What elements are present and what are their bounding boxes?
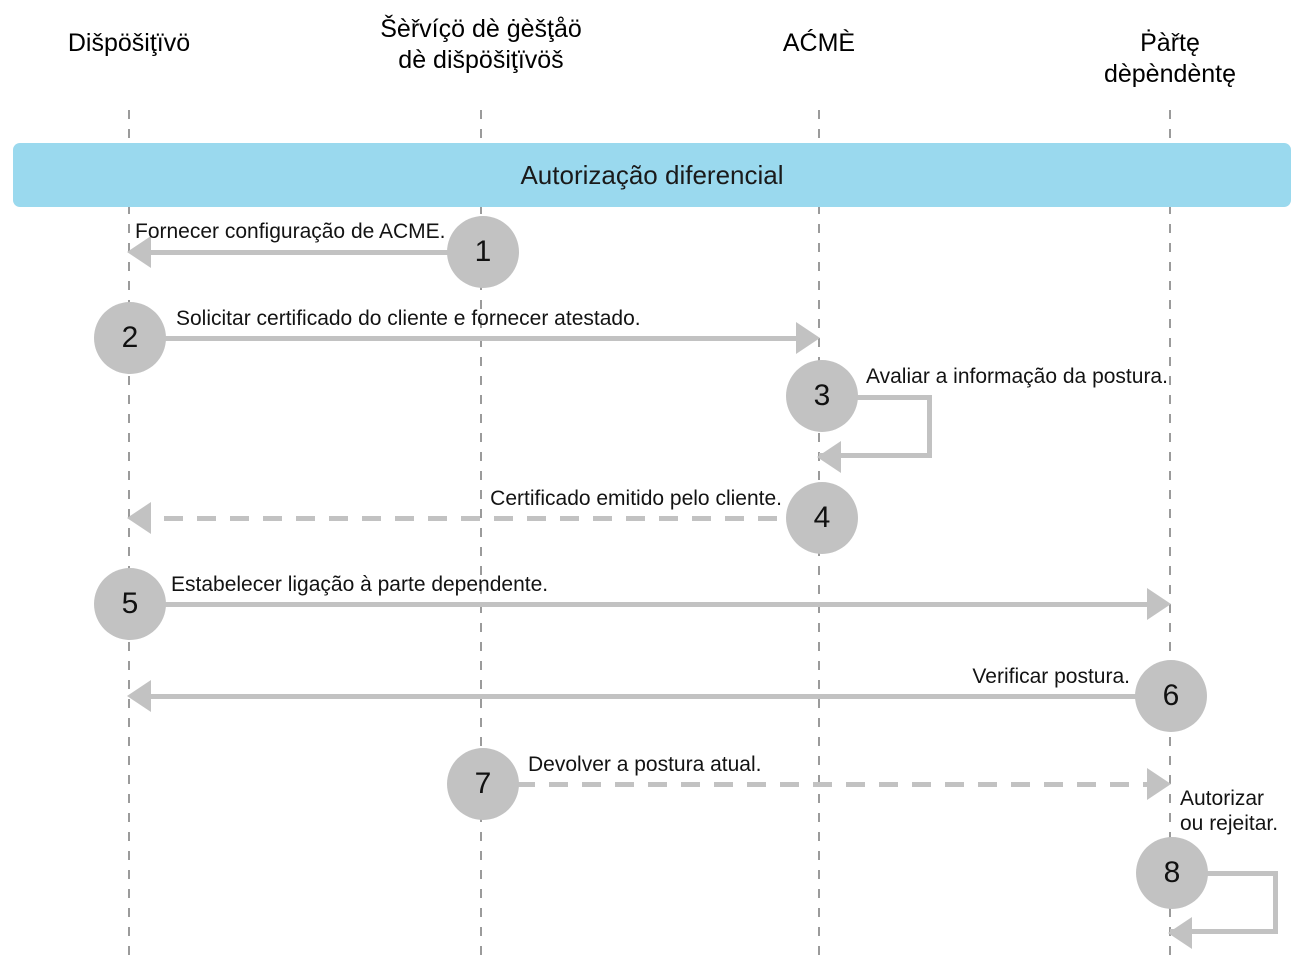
arrowhead-6 <box>127 680 151 712</box>
step-badge-7: 7 <box>447 748 519 820</box>
message-line-7 <box>516 782 1149 787</box>
step-badge-6: 6 <box>1135 660 1207 732</box>
message-label-7: Devolver a postura atual. <box>528 753 762 776</box>
step-badge-8: 8 <box>1136 837 1208 909</box>
message-label-1: Fornecer configuração de ACME. <box>135 220 446 243</box>
lifeline-device-mgmt <box>480 110 482 963</box>
arrowhead-1 <box>127 236 151 268</box>
participant-header-relying-party: Ṗàřtę dèpèndèntę <box>1103 29 1237 88</box>
arrowhead-2 <box>796 322 820 354</box>
selfloop-8-bottom-segment <box>1170 929 1273 934</box>
arrowhead-7 <box>1147 768 1171 800</box>
arrowhead-4 <box>127 502 151 534</box>
participant-header-acme: AĆMÈ <box>782 29 856 57</box>
message-label-3: Avaliar a informação da postura. <box>866 365 1168 388</box>
selfloop-3-bottom-segment <box>819 453 927 458</box>
arrowhead-3 <box>817 441 841 473</box>
message-line-1 <box>148 250 481 255</box>
phase-banner-label: Autorização diferencial <box>520 159 784 190</box>
message-line-4 <box>150 516 798 521</box>
lifeline-device <box>128 110 130 963</box>
phase-banner: Autorização diferencial <box>13 143 1291 207</box>
selfloop-8-top-segment <box>1170 871 1273 876</box>
message-line-5 <box>164 602 1149 607</box>
selfloop-3-right-segment <box>927 395 932 458</box>
step-badge-3: 3 <box>786 360 858 432</box>
step-badge-4: 4 <box>786 482 858 554</box>
message-label-2: Solicitar certificado do cliente e forne… <box>176 307 641 330</box>
lifeline-relying-party <box>1169 110 1171 963</box>
step-badge-5: 5 <box>94 568 166 640</box>
message-label-6: Verificar postura. <box>972 665 1130 688</box>
message-label-4: Certificado emitido pelo cliente. <box>490 487 782 510</box>
step-badge-1: 1 <box>447 216 519 288</box>
participant-header-device-mgmt: Šèřvíçö dè ġèšţåö dè dišpöšiţïvöš <box>380 15 582 74</box>
arrowhead-5 <box>1147 588 1171 620</box>
message-label-8: Autorizar ou rejeitar. <box>1180 787 1279 836</box>
message-line-2 <box>164 336 798 341</box>
selfloop-8-right-segment <box>1273 871 1278 934</box>
message-selfloop-8 <box>1170 871 1278 934</box>
message-label-5: Estabelecer ligação à parte dependente. <box>171 573 549 596</box>
message-selfloop-3 <box>819 395 932 458</box>
selfloop-3-top-segment <box>819 395 927 400</box>
participant-header-device: Dišpöšiţïvö <box>67 29 191 57</box>
step-badge-2: 2 <box>94 302 166 374</box>
message-line-6 <box>150 694 1139 699</box>
arrowhead-8 <box>1168 917 1192 949</box>
